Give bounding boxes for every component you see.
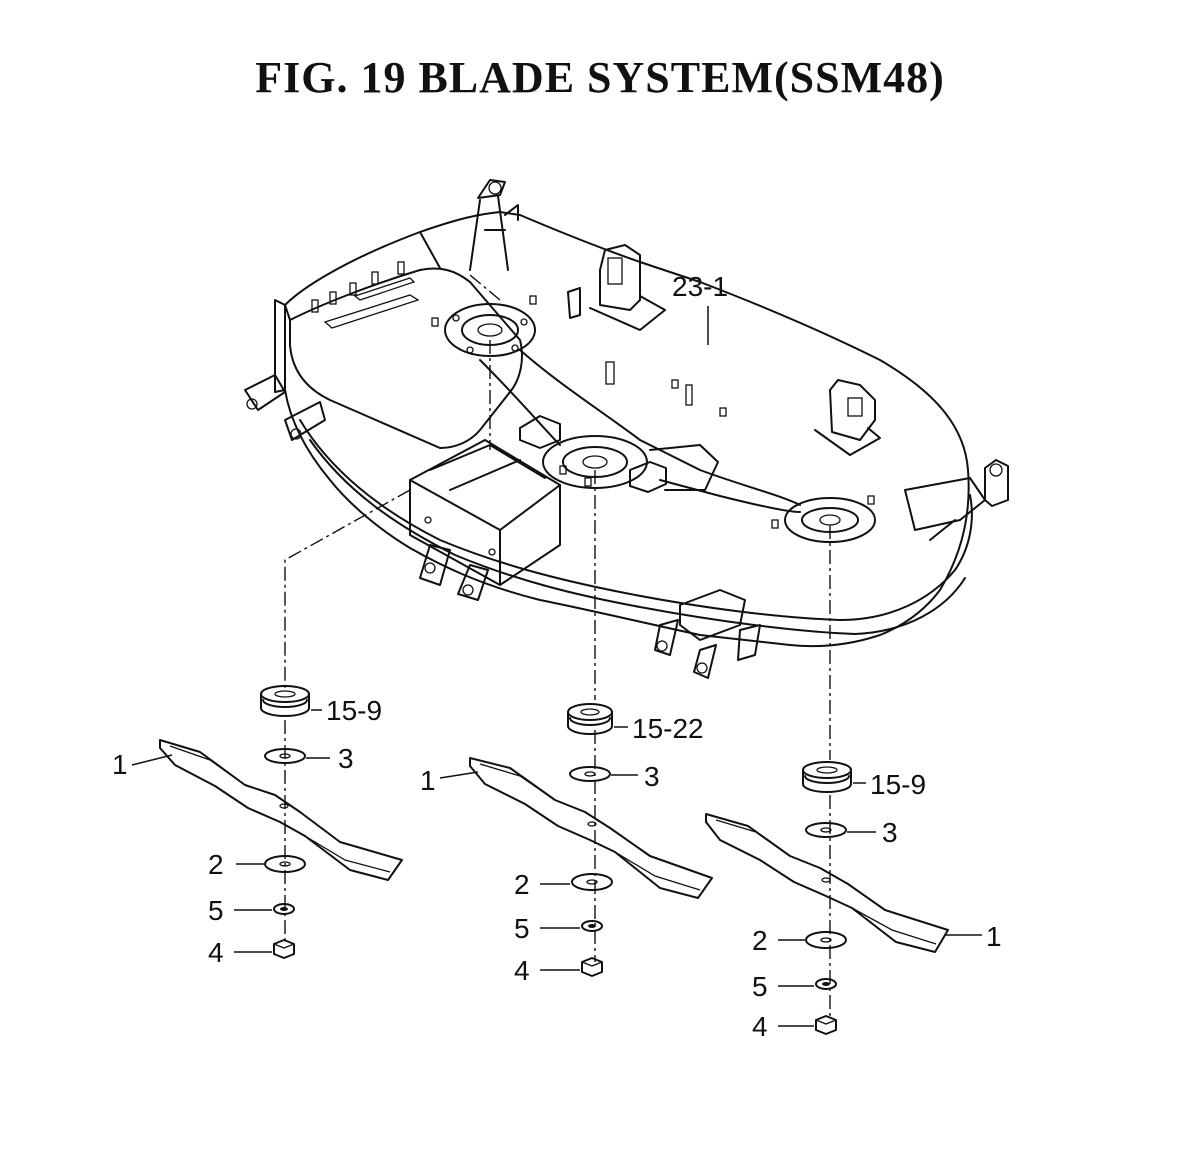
right-blade	[705, 813, 949, 953]
right-nut	[815, 1015, 837, 1035]
center-blade-assembly: 15-22 3 1 2 5 4	[420, 703, 713, 986]
left-cup-washer-label: 2	[208, 849, 224, 880]
right-washer-label: 3	[882, 817, 898, 848]
center-nut	[581, 957, 603, 977]
right-spindle-label: 15-9	[870, 769, 926, 800]
left-blade	[159, 739, 403, 881]
right-blade-assembly: 15-9 3 1 2 5 4	[705, 761, 1002, 1042]
center-spindle-label: 15-22	[632, 713, 704, 744]
deck-callout-label: 23-1	[672, 271, 728, 302]
left-blade-label: 1	[112, 749, 128, 780]
left-spindle-label: 15-9	[326, 695, 382, 726]
left-lock-washer-label: 5	[208, 895, 224, 926]
left-nut-label: 4	[208, 937, 224, 968]
left-washer-label: 3	[338, 743, 354, 774]
center-nut-label: 4	[514, 955, 530, 986]
center-washer	[569, 766, 611, 782]
center-spindle-bearing	[567, 703, 613, 735]
left-spindle-bearing	[260, 685, 310, 717]
right-blade-label: 1	[986, 921, 1002, 952]
figure-title: FIG. 19 BLADE SYSTEM(SSM48)	[255, 53, 945, 102]
left-lock-washer	[273, 903, 295, 915]
left-nut	[273, 939, 295, 959]
center-lock-washer	[581, 920, 603, 932]
right-cup-washer-label: 2	[752, 925, 768, 956]
assembly-centerlines	[284, 274, 831, 1020]
left-blade-assembly: 15-9 3 1 2 5 4	[112, 685, 403, 968]
left-cup-washer	[264, 855, 306, 873]
center-lock-washer-label: 5	[514, 913, 530, 944]
right-washer	[805, 822, 847, 838]
right-lock-washer	[815, 978, 837, 990]
right-spindle-bearing	[802, 761, 852, 793]
deck-callout: 23-1	[672, 271, 728, 345]
right-lock-washer-label: 5	[752, 971, 768, 1002]
center-washer-label: 3	[644, 761, 660, 792]
left-washer	[264, 748, 306, 764]
right-cup-washer	[805, 931, 847, 949]
mower-deck	[244, 179, 1009, 679]
right-nut-label: 4	[752, 1011, 768, 1042]
center-cup-washer	[571, 873, 613, 891]
center-blade-label: 1	[420, 765, 436, 796]
center-blade	[469, 757, 713, 899]
center-cup-washer-label: 2	[514, 869, 530, 900]
